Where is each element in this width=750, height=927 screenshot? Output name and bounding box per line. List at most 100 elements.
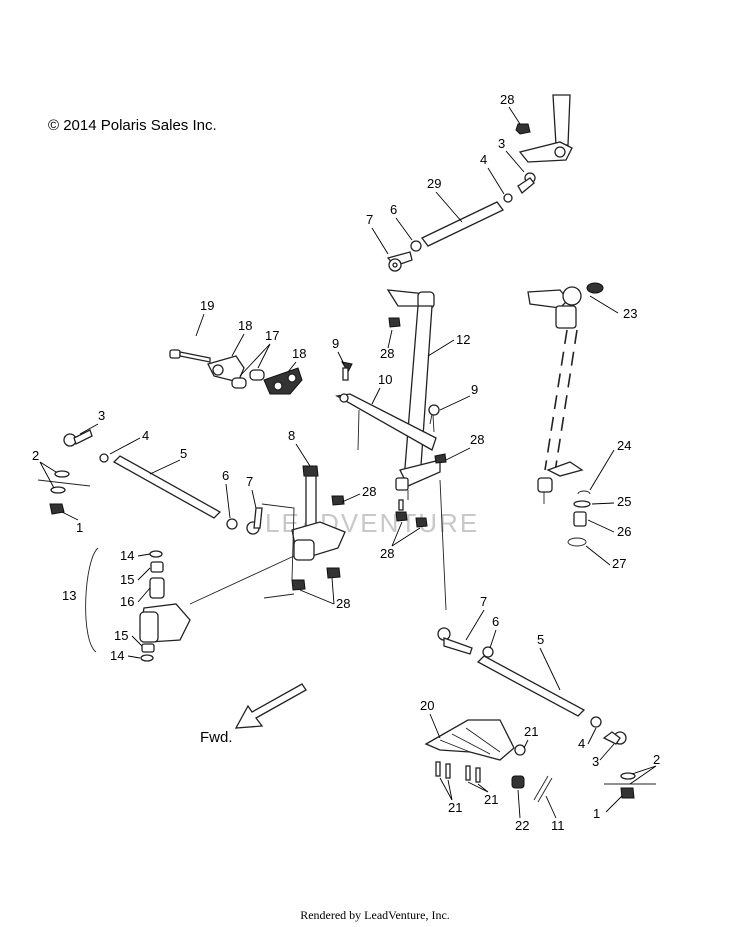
nut-28-shaft-lower (434, 453, 447, 464)
callout-1-right: 1 (593, 806, 600, 821)
callout-22: 22 (515, 818, 529, 833)
bolt-19 (169, 349, 211, 363)
tie-rod-5-left (112, 455, 222, 519)
skid-plate-20 (424, 719, 526, 761)
bolt-9-left (340, 361, 353, 381)
nuts-28-under-idler (291, 567, 341, 591)
callout-1-left: 1 (76, 520, 83, 535)
tie-rod-end-3-right (602, 731, 627, 745)
ring-27 (567, 537, 587, 547)
jam-nut-6-left (226, 518, 238, 530)
callout-2-right: 2 (653, 752, 660, 767)
screws-21 (435, 761, 481, 783)
callout-5-right: 5 (537, 632, 544, 647)
clip-24 (577, 490, 591, 495)
tie-rod-29 (421, 201, 504, 247)
tie-rod-end-7-left (246, 507, 263, 535)
callout-16: 16 (120, 594, 134, 609)
callout-9-right: 9 (471, 382, 478, 397)
tie-rod-end-7-top (386, 251, 413, 272)
forward-label: Fwd. (200, 729, 233, 746)
clamp-18-right (263, 367, 303, 395)
callout-4-right: 4 (578, 736, 585, 751)
callout-20: 20 (420, 698, 434, 713)
callout-15-bottom: 15 (114, 628, 128, 643)
callout-13: 13 (62, 588, 76, 603)
idler-arm-body (139, 603, 191, 643)
callout-21-mid: 21 (484, 792, 498, 807)
callout-29: 29 (427, 176, 441, 191)
callout-7-top: 7 (366, 212, 373, 227)
callout-3-right: 3 (592, 754, 599, 769)
nut-1-left (49, 503, 65, 515)
seal-2-left (37, 470, 91, 494)
bushing-15-top (150, 561, 164, 573)
callout-18-left: 18 (238, 318, 252, 333)
callout-3-left: 3 (98, 408, 105, 423)
bracket-13 (85, 547, 99, 653)
callout-labels: 28 3 4 29 7 6 19 18 17 18 9 28 12 23 10 … (32, 92, 660, 833)
upper-steering-column (518, 94, 573, 163)
forward-arrow (234, 683, 307, 729)
jam-nut-6-right (482, 646, 494, 658)
callout-15-top: 15 (120, 572, 134, 587)
callout-4-top: 4 (480, 152, 487, 167)
callout-7-left: 7 (246, 474, 253, 489)
callout-28-shaft-lower: 28 (470, 432, 484, 447)
nuts-28-under-shaft (395, 499, 428, 528)
footer-credit: Rendered by LeadVenture, Inc. (300, 908, 450, 922)
nut-28-idler (331, 495, 345, 506)
plug-22 (511, 775, 525, 789)
tie-rod-end-3-top (517, 172, 536, 194)
callout-28-under-idler: 28 (336, 596, 350, 611)
bushings-17 (231, 369, 265, 389)
callout-24: 24 (617, 438, 631, 453)
tie-rod-end-3-left (63, 429, 93, 447)
leader-lines (39, 106, 657, 819)
jam-nut-6-top (410, 240, 422, 252)
cotter-pin-11 (533, 775, 553, 803)
lower-column-bracket (537, 461, 584, 504)
callout-4-left: 4 (142, 428, 149, 443)
callout-28-idler: 28 (362, 484, 376, 499)
jam-nut-4-right (590, 716, 602, 728)
callout-28-top: 28 (500, 92, 514, 107)
callout-6-right: 6 (492, 614, 499, 629)
callout-12: 12 (456, 332, 470, 347)
washer-14-bottom (140, 654, 154, 662)
callout-8: 8 (288, 428, 295, 443)
callout-23: 23 (623, 306, 637, 321)
bushing-15-bottom (141, 643, 155, 653)
callout-28-under-shaft: 28 (380, 546, 394, 561)
cap-23 (586, 282, 604, 294)
bolt-9-right (428, 404, 440, 425)
callout-6-top: 6 (390, 202, 397, 217)
callout-21-right: 21 (524, 724, 538, 739)
callout-10: 10 (378, 372, 392, 387)
callout-18-right: 18 (292, 346, 306, 361)
jam-nut-4-top (503, 193, 513, 203)
callout-3-top: 3 (498, 136, 505, 151)
tie-rod-end-7-right (437, 627, 473, 655)
jam-nut-4-left (99, 453, 109, 463)
nut-28-shaft-upper (388, 317, 401, 328)
pitman-arm-10 (335, 393, 437, 451)
steering-column-23 (527, 286, 582, 473)
spacer-16 (149, 577, 165, 599)
seal-2-right (604, 772, 656, 785)
callout-2-left: 2 (32, 448, 39, 463)
idler-arm-bracket (291, 521, 346, 561)
copyright-notice: © 2014 Polaris Sales Inc. (48, 117, 217, 134)
clamp-18-left (207, 355, 245, 383)
nut-28-top (515, 123, 531, 135)
bushing-26 (573, 511, 587, 527)
callout-26: 26 (617, 524, 631, 539)
washer-14-top (149, 550, 163, 558)
nut-1-right (620, 787, 635, 799)
washer-25 (573, 500, 591, 508)
callout-11: 11 (551, 818, 565, 833)
tie-rod-5-right (476, 655, 586, 717)
callout-9-left: 9 (332, 336, 339, 351)
callout-7-right: 7 (480, 594, 487, 609)
callout-5-left: 5 (180, 446, 187, 461)
